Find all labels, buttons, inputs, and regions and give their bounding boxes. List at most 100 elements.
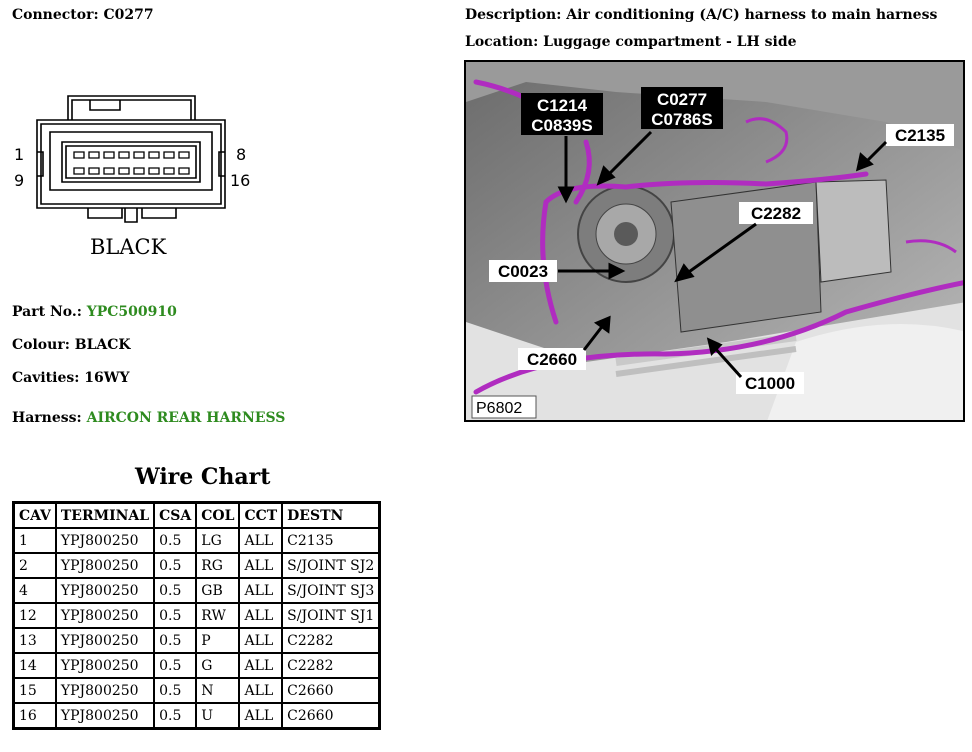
table-cell: ALL xyxy=(238,527,284,554)
column-header: CAV xyxy=(12,501,57,529)
table-cell: YPJ800250 xyxy=(54,627,156,654)
table-cell: LG xyxy=(195,527,241,554)
callout-c1214: C1214 xyxy=(537,96,588,115)
table-cell: 16 xyxy=(12,702,57,730)
callout-c0023: C0023 xyxy=(498,262,548,281)
table-cell: S/JOINT SJ1 xyxy=(281,602,381,629)
table-cell: P xyxy=(195,627,241,654)
part-number-line: Part No.: YPC500910 xyxy=(12,304,177,320)
location-illustration: C1214 C0839S C0277 C0786S C2135 C2282 C0… xyxy=(466,62,963,420)
pin-label-1: 1 xyxy=(14,145,24,164)
table-cell: 4 xyxy=(12,577,57,604)
table-cell: ALL xyxy=(238,577,284,604)
table-cell: RG xyxy=(195,552,241,579)
cavities-line: Cavities: 16WY xyxy=(12,370,130,386)
table-cell: 0.5 xyxy=(153,577,198,604)
location-heading: Location: Luggage compartment - LH side xyxy=(465,34,797,50)
table-cell: 0.5 xyxy=(153,602,198,629)
table-cell: YPJ800250 xyxy=(54,702,156,730)
connector-label: Connector: xyxy=(12,7,99,23)
description-value: Air conditioning (A/C) harness to main h… xyxy=(566,7,938,23)
table-cell: ALL xyxy=(238,652,284,679)
colour-label: Colour: xyxy=(12,337,70,353)
cavity-socket xyxy=(103,167,115,175)
cavity-socket xyxy=(73,167,85,175)
table-cell: 2 xyxy=(12,552,57,579)
cavities-value: 16WY xyxy=(84,370,130,386)
location-label: Location: xyxy=(465,34,539,50)
table-cell: 0.5 xyxy=(153,627,198,654)
table-cell: 12 xyxy=(12,602,57,629)
table-cell: YPJ800250 xyxy=(54,652,156,679)
callout-c2660: C2660 xyxy=(527,350,577,369)
part-number-link[interactable]: YPC500910 xyxy=(86,304,177,320)
harness-line: Harness: AIRCON REAR HARNESS xyxy=(12,410,285,426)
cavity-socket xyxy=(118,151,130,159)
harness-link[interactable]: AIRCON REAR HARNESS xyxy=(86,410,286,426)
callout-c0786s: C0786S xyxy=(651,110,712,129)
table-cell: YPJ800250 xyxy=(54,602,156,629)
table-cell: YPJ800250 xyxy=(54,577,156,604)
table-cell: 13 xyxy=(12,627,57,654)
table-cell: YPJ800250 xyxy=(54,552,156,579)
callout-c1000: C1000 xyxy=(745,374,795,393)
cavity-socket xyxy=(73,151,85,159)
table-cell: 0.5 xyxy=(153,527,198,554)
table-cell: C2660 xyxy=(281,702,381,730)
column-header: DESTN xyxy=(281,501,381,529)
table-cell: ALL xyxy=(238,552,284,579)
table-cell: ALL xyxy=(238,702,284,730)
column-header: CSA xyxy=(153,501,198,529)
cavities-label: Cavities: xyxy=(12,370,80,386)
column-header: COL xyxy=(195,501,241,529)
table-cell: 0.5 xyxy=(153,552,198,579)
connector-face-diagram: 1 8 9 16 BLACK xyxy=(14,95,250,259)
table-cell: C2660 xyxy=(281,677,381,704)
table-cell: YPJ800250 xyxy=(54,527,156,554)
cavity-socket xyxy=(133,151,145,159)
location-value: Luggage compartment - LH side xyxy=(543,34,797,50)
photo-reference: P6802 xyxy=(476,400,522,417)
colour-line: Colour: BLACK xyxy=(12,337,131,353)
table-cell: YPJ800250 xyxy=(54,677,156,704)
table-cell: ALL xyxy=(238,677,284,704)
pin-label-16: 16 xyxy=(230,171,250,190)
table-cell: N xyxy=(195,677,241,704)
callout-c2135: C2135 xyxy=(895,126,945,145)
callout-c0839s: C0839S xyxy=(531,116,592,135)
table-cell: ALL xyxy=(238,627,284,654)
cavity-socket xyxy=(88,151,100,159)
pin-label-9: 9 xyxy=(14,171,24,190)
table-cell: 1 xyxy=(12,527,57,554)
table-cell: S/JOINT SJ3 xyxy=(281,577,381,604)
table-cell: 0.5 xyxy=(153,702,198,730)
table-cell: G xyxy=(195,652,241,679)
table-cell: C2282 xyxy=(281,652,381,679)
table-cell: S/JOINT SJ2 xyxy=(281,552,381,579)
cavity-socket xyxy=(88,167,100,175)
cavity-socket xyxy=(178,151,190,159)
description-heading: Description: Air conditioning (A/C) harn… xyxy=(465,7,937,23)
table-cell: ALL xyxy=(238,602,284,629)
table-cell: 0.5 xyxy=(153,652,198,679)
description-label: Description: xyxy=(465,7,562,23)
table-cell: C2135 xyxy=(281,527,381,554)
cavity-socket xyxy=(178,167,190,175)
callout-c0277: C0277 xyxy=(657,90,707,109)
table-cell: C2282 xyxy=(281,627,381,654)
colour-value: BLACK xyxy=(74,337,131,353)
table-cell: GB xyxy=(195,577,241,604)
table-cell: U xyxy=(195,702,241,730)
cavity-socket xyxy=(118,167,130,175)
part-label: Part No.: xyxy=(12,304,82,320)
connector-heading: Connector: C0277 xyxy=(12,7,154,23)
